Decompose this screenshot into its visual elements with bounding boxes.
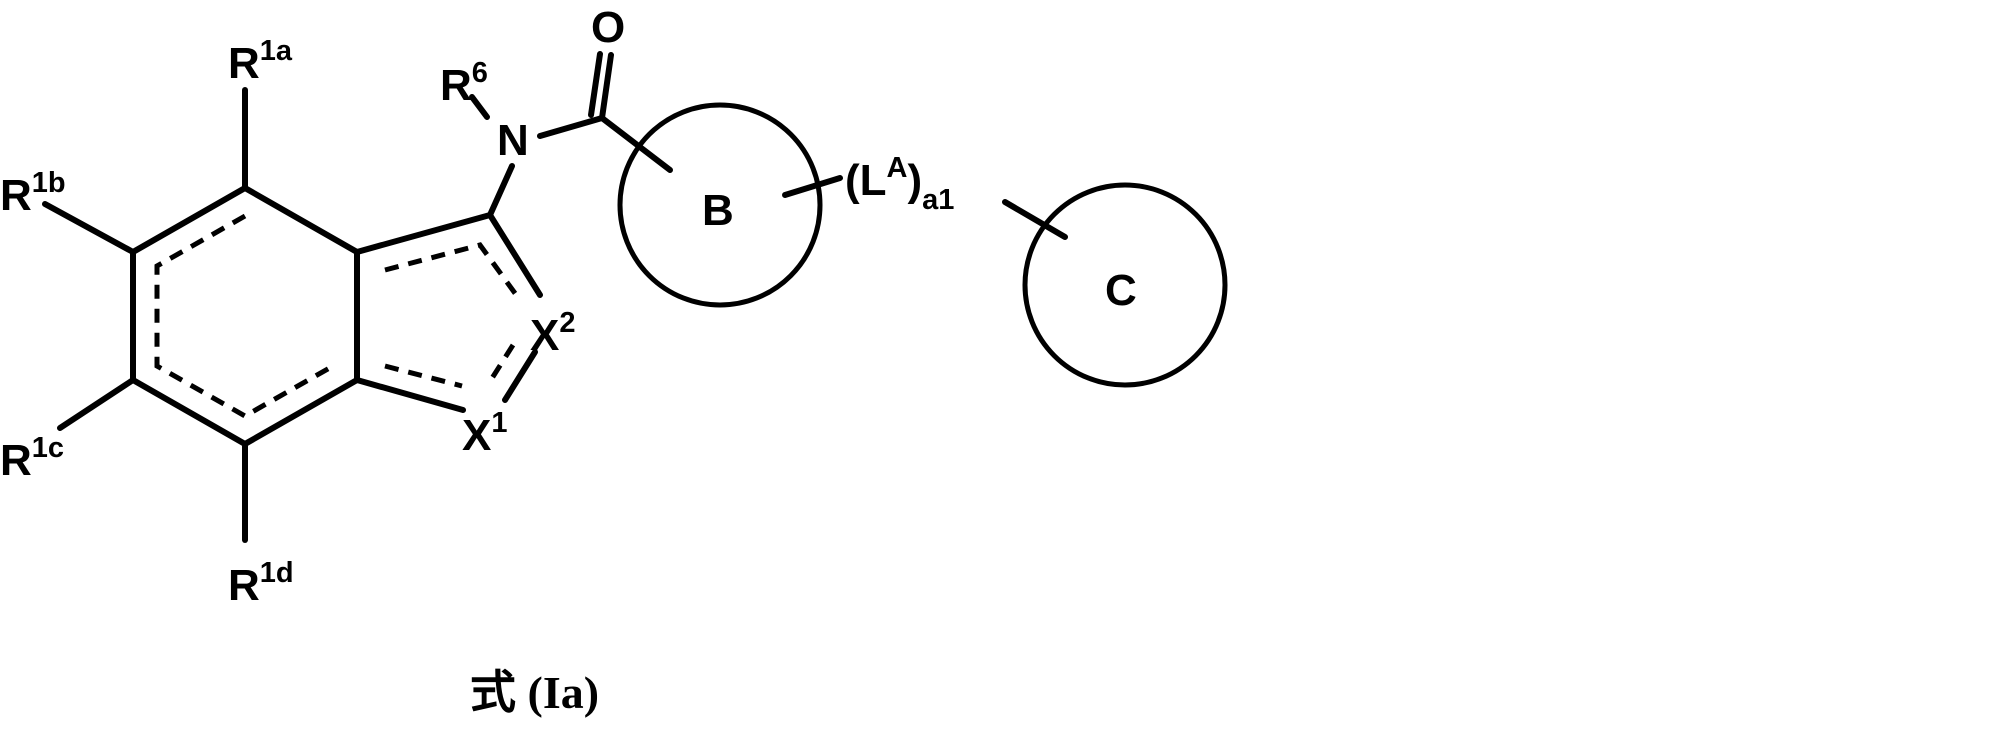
label-ring-c: C xyxy=(1105,266,1137,315)
label-o: O xyxy=(591,3,625,52)
label-r1c: R1c xyxy=(0,432,64,485)
bond-c3-n xyxy=(490,166,512,215)
bond-linker-ring-c xyxy=(1005,202,1065,237)
label-x1: X1 xyxy=(462,407,508,460)
bond-n-r6 xyxy=(472,97,487,117)
benzene-ring xyxy=(133,188,357,444)
formula-caption: 式 (Ia) xyxy=(470,667,599,718)
bond-carbonyl-o-b xyxy=(591,54,600,115)
bond-n-carbonyl xyxy=(540,118,602,136)
label-linker: (LA)a1 xyxy=(845,152,954,216)
x2-x1-dash xyxy=(489,345,513,383)
bond-x1-c7a xyxy=(357,380,463,410)
label-r6: R6 xyxy=(440,57,488,110)
label-r1d: R1d xyxy=(228,557,294,610)
label-ring-b: B xyxy=(702,186,734,235)
label-n: N xyxy=(497,116,529,165)
bond-benz-1 xyxy=(133,188,245,252)
bond-benz-4 xyxy=(245,380,357,444)
label-x2: X2 xyxy=(530,307,576,360)
bond-benz-6 xyxy=(245,188,357,252)
five-ring-aromatic-dashes xyxy=(385,245,517,296)
bond-benz-3 xyxy=(133,380,245,444)
bond-r1b xyxy=(45,204,133,252)
five-ring-aromatic-dashes-lower xyxy=(385,366,462,386)
five-membered-ring xyxy=(357,215,540,410)
bond-ring-b-linker xyxy=(785,178,840,195)
bond-c3-x2 xyxy=(490,215,540,295)
label-r1a: R1a xyxy=(228,35,293,88)
bond-c3a-c3 xyxy=(357,215,490,252)
bond-r1c xyxy=(60,380,133,428)
bond-carbonyl-o-a xyxy=(602,55,611,118)
benzene-aromatic-dashes xyxy=(157,216,333,416)
